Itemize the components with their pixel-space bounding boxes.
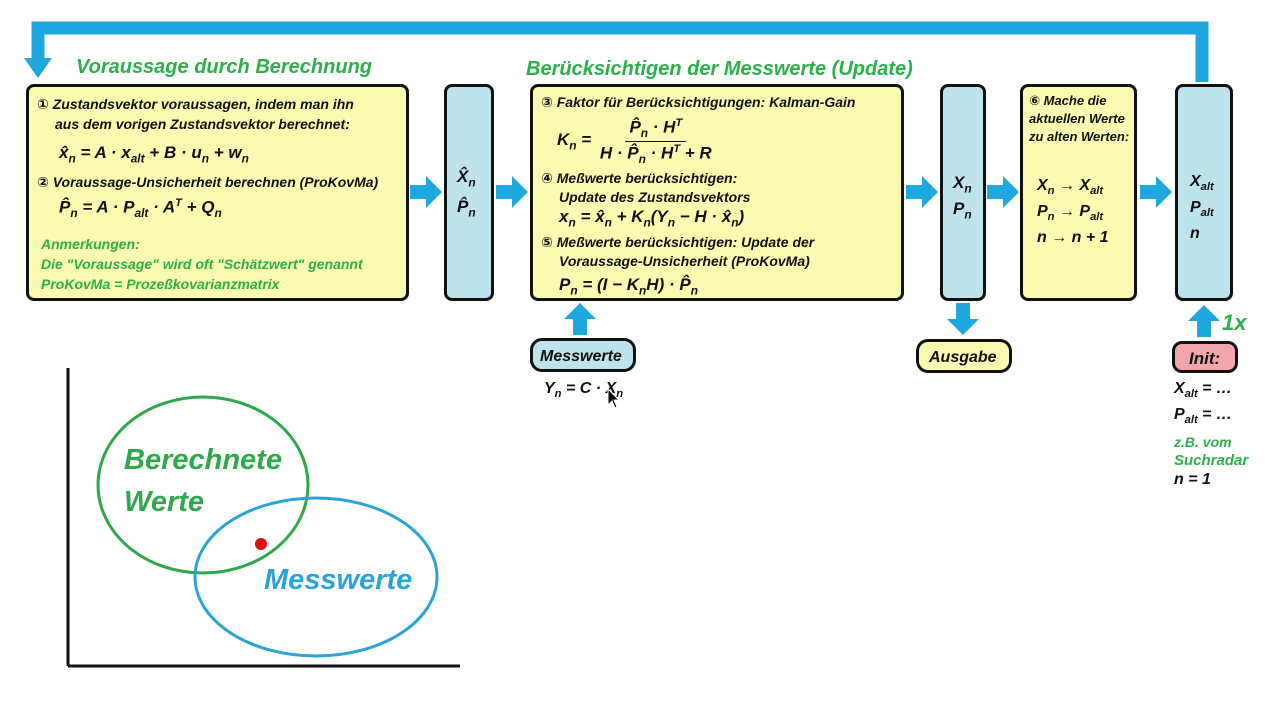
shift-values-box: ⑥ Mache die aktuellen Werte zu alten Wer… <box>1020 84 1137 301</box>
measurements-label: Messwerte <box>540 348 622 365</box>
measurements-box: Messwerte <box>530 338 636 372</box>
step3-text: ③ Faktor für Berücksichtigungen: Kalman-… <box>541 94 856 110</box>
notes-line2: ProKovMa = Prozeßkovarianzmatrix <box>41 276 280 292</box>
init-state-formula: Xalt = … <box>1174 380 1232 401</box>
arrow-right-icon <box>906 176 938 208</box>
feedback-loop-arrow <box>24 21 1209 82</box>
example-line1: z.B. vom <box>1174 434 1232 450</box>
state-prediction-formula: x̂n = A · xalt + B · un + wn <box>59 143 249 166</box>
init-label: Init: <box>1189 349 1221 368</box>
step6-line1: ⑥ Mache die <box>1029 93 1107 108</box>
output-box: Ausgabe <box>916 339 1012 373</box>
step4-line1: ④ Meßwerte berücksichtigen: <box>541 170 738 186</box>
mouse-cursor-icon <box>607 388 621 409</box>
example-line2: Suchradar <box>1174 452 1249 469</box>
step6-line2: aktuellen Werte <box>1029 111 1125 126</box>
arrow-up-icon <box>1188 305 1220 337</box>
covariance-shift-formula: Pn → Palt <box>1037 203 1104 224</box>
predicted-values-box: X̂n P̂n <box>444 84 494 301</box>
arrow-right-icon <box>410 176 442 208</box>
step5-line2: Voraussage-Unsicherheit (ProKovMa) <box>559 253 810 269</box>
arrow-right-icon <box>496 176 528 208</box>
update-title: Berücksichtigen der Messwerte (Update) <box>526 58 913 80</box>
measured-values-ellipse <box>193 496 439 658</box>
step4-line2: Update des Zustandsvektors <box>559 189 751 205</box>
updated-state-symbol: Xn <box>953 173 972 196</box>
estimate-dot <box>255 538 267 550</box>
measured-values-label: Messwerte <box>264 564 413 596</box>
prediction-title: Voraussage durch Berechnung <box>76 56 372 78</box>
covariance-update-formula: Pn = (I − KnH) · P̂n <box>559 275 698 298</box>
arrow-down-icon <box>947 303 979 335</box>
venn-diagram <box>66 368 460 668</box>
computed-values-label-1: Berechnete <box>124 444 282 476</box>
arrow-up-icon <box>564 303 596 335</box>
old-state-symbol: Xalt <box>1190 173 1214 194</box>
notes-title: Anmerkungen: <box>41 236 140 252</box>
init-box: Init: <box>1172 341 1238 373</box>
update-box: ③ Faktor für Berücksichtigungen: Kalman-… <box>530 84 904 301</box>
old-covariance-symbol: Palt <box>1190 199 1214 220</box>
step1-line1: ① Zustandsvektor voraussagen, indem man … <box>37 96 354 112</box>
computed-values-label-2: Werte <box>124 486 205 518</box>
arrow-right-icon <box>987 176 1019 208</box>
once-label: 1x <box>1222 310 1247 335</box>
init-index-formula: n = 1 <box>1174 471 1211 488</box>
computed-values-ellipse <box>96 395 310 575</box>
predicted-state-symbol: X̂n <box>457 167 476 190</box>
step6-line3: zu alten Werten: <box>1029 129 1130 144</box>
updated-values-box: Xn Pn <box>940 84 986 301</box>
updated-covariance-symbol: Pn <box>953 199 972 222</box>
index-shift-formula: n → n + 1 <box>1037 229 1109 246</box>
predicted-covariance-symbol: P̂n <box>457 197 476 220</box>
init-covariance-formula: Palt = … <box>1174 406 1232 427</box>
covariance-prediction-formula: P̂n = A · Palt · AT + Qn <box>59 197 222 221</box>
notes-line1: Die "Voraussage" wird oft "Schätzwert" g… <box>41 256 363 272</box>
output-label: Ausgabe <box>929 349 997 366</box>
step1-line2: aus dem vorigen Zustandsvektor berechnet… <box>55 116 350 132</box>
step2-text: ② Voraussage-Unsicherheit berechnen (Pro… <box>37 174 379 190</box>
step5-line1: ⑤ Meßwerte berücksichtigen: Update der <box>541 234 815 250</box>
index-symbol: n <box>1190 225 1200 242</box>
state-update-formula: xn = x̂n + Kn(Yn − H · x̂n) <box>559 207 745 230</box>
measurement-formula: Yn = C · Xn <box>544 380 624 401</box>
state-shift-formula: Xn → Xalt <box>1037 177 1104 198</box>
old-values-box: Xalt Palt n <box>1175 84 1233 301</box>
arrow-right-icon <box>1140 176 1172 208</box>
prediction-box: ① Zustandsvektor voraussagen, indem man … <box>26 84 409 301</box>
